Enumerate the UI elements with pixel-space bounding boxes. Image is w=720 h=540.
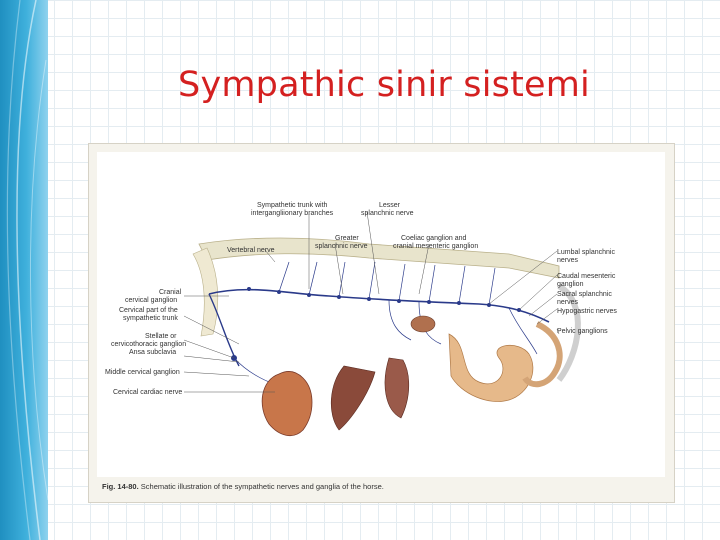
figure-panel	[97, 152, 665, 477]
label-intergang-branches: intergangliionary branches	[251, 210, 334, 217]
spleen	[384, 357, 410, 419]
nerve-branches	[233, 261, 538, 389]
label-cranial-1: Cranial	[159, 289, 182, 296]
label-stellate-2: cervicothoracic ganglion	[111, 341, 186, 348]
intestines	[448, 333, 534, 402]
side-decoration-band	[0, 0, 48, 540]
label-lesser-1: Lesser	[379, 202, 401, 209]
heart	[261, 370, 313, 437]
label-ansa: Ansa subclavia	[129, 349, 176, 356]
label-sacral-2: nerves	[557, 299, 579, 306]
kidney	[410, 315, 436, 333]
label-cardiac: Cervical cardiac nerve	[113, 389, 182, 396]
label-caudal-1: Caudal mesenteric	[557, 273, 616, 280]
slide-title: Sympathic sinir sistemi	[178, 65, 590, 106]
label-lumbal-2: nerves	[557, 257, 579, 264]
anatomy-figure: Sympathetic trunk with intergangliionary…	[88, 143, 675, 503]
label-caudal-2: ganglion	[557, 281, 584, 288]
sympathetic-diagram: Sympathetic trunk with intergangliionary…	[105, 202, 617, 437]
label-lumbal-1: Lumbal splanchnic	[557, 249, 615, 256]
label-coeliac-1: Coeliac ganglion and	[401, 235, 466, 242]
trunk-ganglia	[231, 287, 521, 361]
cervical-vertebra	[192, 247, 219, 337]
colon	[522, 321, 563, 388]
label-sacral-1: Sacral splanchnic	[557, 291, 612, 298]
label-greater-2: splanchnic nerve	[315, 243, 368, 250]
label-greater-1: Greater	[335, 235, 359, 242]
label-cervical-part-2: sympathetic trunk	[123, 315, 178, 322]
vertebral-column	[198, 237, 560, 279]
label-sympathetic-trunk: Sympathetic trunk with	[257, 202, 328, 209]
label-coeliac-2: cranial mesenteric ganglion	[393, 243, 478, 250]
label-lesser-2: splanchnic nerve	[361, 210, 414, 217]
sympathetic-trunk-line	[208, 288, 550, 323]
label-cervical-part-1: Cervical part of the	[119, 307, 178, 314]
decorative-curves	[6, 0, 48, 540]
label-pelvic: Pelvic ganglions	[557, 328, 608, 335]
label-cranial-2: cervical ganglion	[125, 297, 177, 304]
rectum	[556, 283, 581, 382]
label-hypogastric: Hypogastric nerves	[557, 308, 617, 315]
label-middle-cervical: Middle cervical ganglion	[105, 369, 180, 376]
leader-lines	[183, 211, 560, 393]
liver	[330, 365, 376, 431]
caption-text: Schematic illustration of the sympatheti…	[140, 482, 384, 491]
figure-caption: Fig. 14-80. Schematic illustration of th…	[102, 482, 384, 491]
label-stellate-1: Stellate or	[145, 333, 177, 340]
label-vertebral-nerve: Vertebral nerve	[227, 247, 275, 254]
caption-number: Fig. 14-80.	[102, 482, 139, 491]
